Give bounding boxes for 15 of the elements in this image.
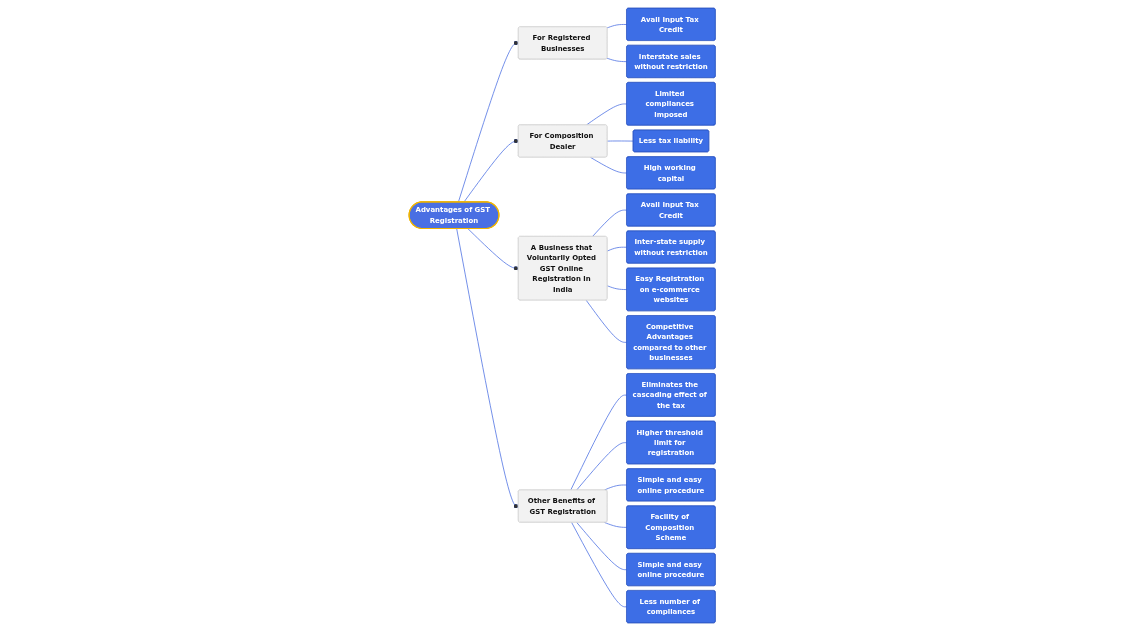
connector — [607, 285, 628, 290]
connector — [571, 522, 628, 608]
connector — [607, 246, 628, 252]
connector — [586, 299, 628, 343]
connector — [570, 394, 628, 491]
connector — [607, 24, 628, 29]
connector — [604, 484, 628, 491]
connector — [607, 57, 628, 63]
connector — [604, 522, 628, 528]
connector — [592, 209, 628, 237]
connector — [586, 103, 628, 126]
connector — [590, 156, 628, 174]
connector — [576, 522, 628, 571]
connector — [576, 442, 628, 491]
connector — [607, 140, 634, 142]
